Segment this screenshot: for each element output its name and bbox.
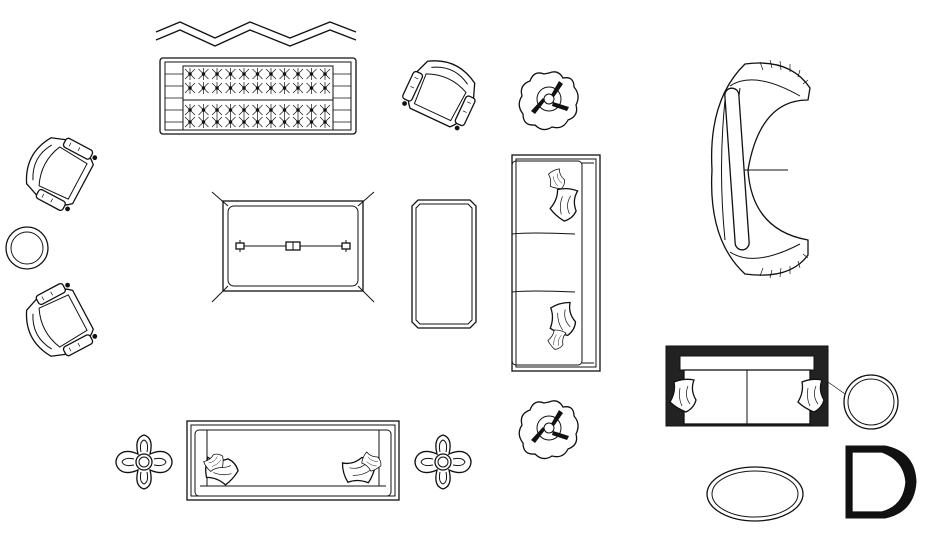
tuft-button [282,86,287,90]
zigzag-accent [155,21,357,47]
tuft-button [255,108,260,112]
tuft-button [296,72,300,76]
tuft-button [188,120,192,124]
three-seat-sofa [511,154,601,372]
tuft-button [228,120,233,124]
coffee-table-narrow [411,199,477,329]
tuft-button [323,86,327,90]
tuft-button [255,86,260,90]
tuft-button [215,72,219,76]
tuft-button [323,120,327,124]
curved-sofa [710,59,811,279]
tuft-button [188,72,192,76]
chesterfield-sofa [159,57,357,135]
tuft-button [282,120,287,124]
tuft-button [269,108,273,112]
tuft-button [201,120,206,124]
tuft-button [282,108,287,112]
tuft-button [296,86,300,90]
clover-side-table [414,434,472,490]
tuft-button [269,86,273,90]
tuft-button [255,72,260,76]
tuft-button [242,72,246,76]
tuft-button [255,120,260,124]
tuft-button [323,108,327,112]
tuft-button [296,120,300,124]
tuft-button [309,86,314,90]
tuft-button [215,108,219,112]
tuft-button [188,86,192,90]
tuft-button [296,108,300,112]
tuft-button [201,108,206,112]
tuft-button [269,72,273,76]
armchair [15,126,100,216]
oval-table [706,466,804,522]
clover-side-table [115,434,173,490]
tuft-button [309,108,314,112]
tuft-button [242,120,246,124]
round-side-table [5,226,49,270]
tuft-button [228,108,233,112]
coffee-table-rectangular [211,191,375,303]
tuft-button [188,108,192,112]
flower-side-table [518,400,579,460]
tuft-button [228,86,233,90]
armchair [15,278,100,368]
tuft-button [309,72,314,76]
tuft-button [201,72,206,76]
wicker-sofa [665,345,829,427]
three-seat-sofa [186,420,400,501]
round-side-table [827,374,899,430]
tuft-button [242,86,246,90]
tuft-button [323,72,327,76]
wicker-chair [845,445,917,519]
tuft-button [201,86,206,90]
flower-side-table [518,71,579,131]
tuft-button [282,72,287,76]
armchair [398,49,486,133]
tuft-button [215,120,219,124]
tuft-button [228,72,233,76]
tuft-button [309,120,314,124]
tuft-button [242,108,246,112]
tuft-button [269,120,273,124]
tuft-button [215,86,219,90]
